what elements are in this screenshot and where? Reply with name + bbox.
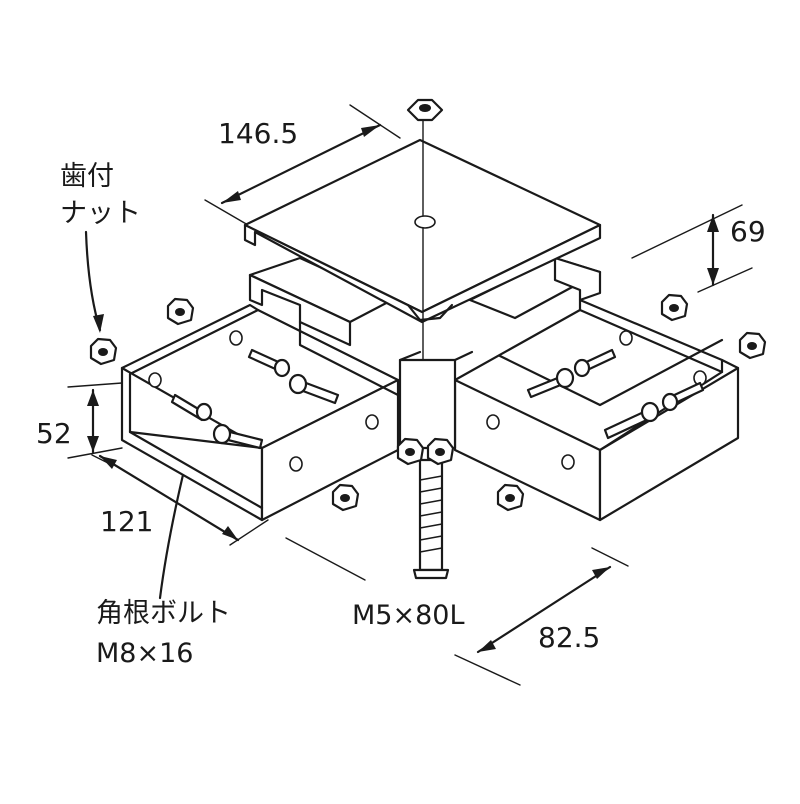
left-arm	[120, 303, 400, 522]
bolt-7	[603, 401, 660, 440]
dim-82-5-label: 82.5	[538, 621, 601, 654]
toothed-nuts	[89, 293, 767, 512]
nut-label-line-1: 歯付	[60, 161, 114, 192]
bolt-8	[661, 381, 705, 412]
dim-69-line	[631, 204, 753, 293]
nut-4	[396, 437, 425, 466]
dim-121-label: 121	[100, 505, 154, 538]
dim-52-label: 52	[36, 417, 72, 450]
long-bolt-label: M5×80L	[352, 600, 465, 631]
square-neck-bolts	[170, 348, 705, 450]
dim-146-5-label: 146.5	[218, 117, 299, 150]
bolt-label-line-1: 角根ボルト	[96, 598, 231, 629]
nut-2	[166, 297, 195, 326]
dim-82-5-line	[454, 547, 629, 686]
dim-146-5-line	[204, 104, 401, 226]
long-bolt	[412, 458, 450, 580]
bolt-1	[170, 393, 213, 422]
nut-7	[660, 293, 689, 322]
nut-6	[496, 483, 525, 512]
top-cover	[243, 119, 602, 361]
right-arm	[453, 298, 740, 522]
bolt-label-line-2: M8×16	[96, 638, 194, 669]
bolt-3	[247, 348, 291, 378]
bolt-4	[288, 373, 340, 405]
holes	[148, 330, 707, 472]
nut-8	[738, 331, 767, 360]
nut-1	[89, 337, 118, 366]
nut-leader	[84, 230, 104, 333]
nut-label-line-2: ナット	[60, 198, 141, 229]
nut-3	[331, 483, 360, 512]
dim-69-label: 69	[730, 215, 766, 248]
dim-52-line	[67, 382, 123, 459]
bolt-5	[526, 367, 575, 399]
centre-post	[398, 350, 474, 450]
dim-121-line	[91, 454, 366, 581]
top-nut	[406, 98, 444, 122]
nut-5	[426, 437, 455, 466]
bolt-6	[573, 348, 617, 378]
bolt-2	[212, 423, 264, 450]
